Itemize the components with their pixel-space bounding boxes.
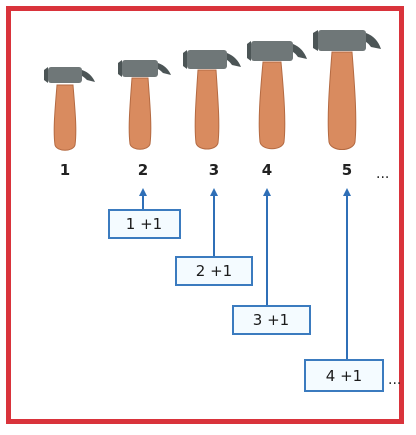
hammer-5-icon bbox=[313, 30, 381, 150]
expression-box-3-text: 3 +1 bbox=[253, 311, 289, 329]
expression-box-2: 2 +1 bbox=[175, 256, 253, 286]
number-label-1: 1 bbox=[60, 161, 70, 179]
arrow-3 bbox=[263, 188, 271, 306]
arrow-1 bbox=[139, 188, 147, 210]
expression-box-1-text: 1 +1 bbox=[126, 215, 162, 233]
hammer-4-icon bbox=[247, 41, 307, 150]
numbers-ellipsis: ... bbox=[376, 166, 389, 182]
expression-box-3: 3 +1 bbox=[232, 305, 311, 335]
number-label-5: 5 bbox=[342, 161, 352, 179]
number-label-3: 3 bbox=[209, 161, 219, 179]
expression-box-1: 1 +1 bbox=[108, 209, 181, 239]
number-label-4: 4 bbox=[262, 161, 272, 179]
expression-box-2-text: 2 +1 bbox=[196, 262, 232, 280]
hammer-2-icon bbox=[118, 60, 171, 150]
boxes-ellipsis: ... bbox=[388, 372, 401, 388]
hammer-1-icon bbox=[44, 67, 95, 151]
arrow-2 bbox=[210, 188, 218, 257]
hammer-3-icon bbox=[183, 50, 241, 150]
expression-box-4: 4 +1 bbox=[304, 359, 384, 392]
arrow-4 bbox=[343, 188, 351, 360]
number-label-2: 2 bbox=[138, 161, 148, 179]
expression-box-4-text: 4 +1 bbox=[326, 367, 362, 385]
